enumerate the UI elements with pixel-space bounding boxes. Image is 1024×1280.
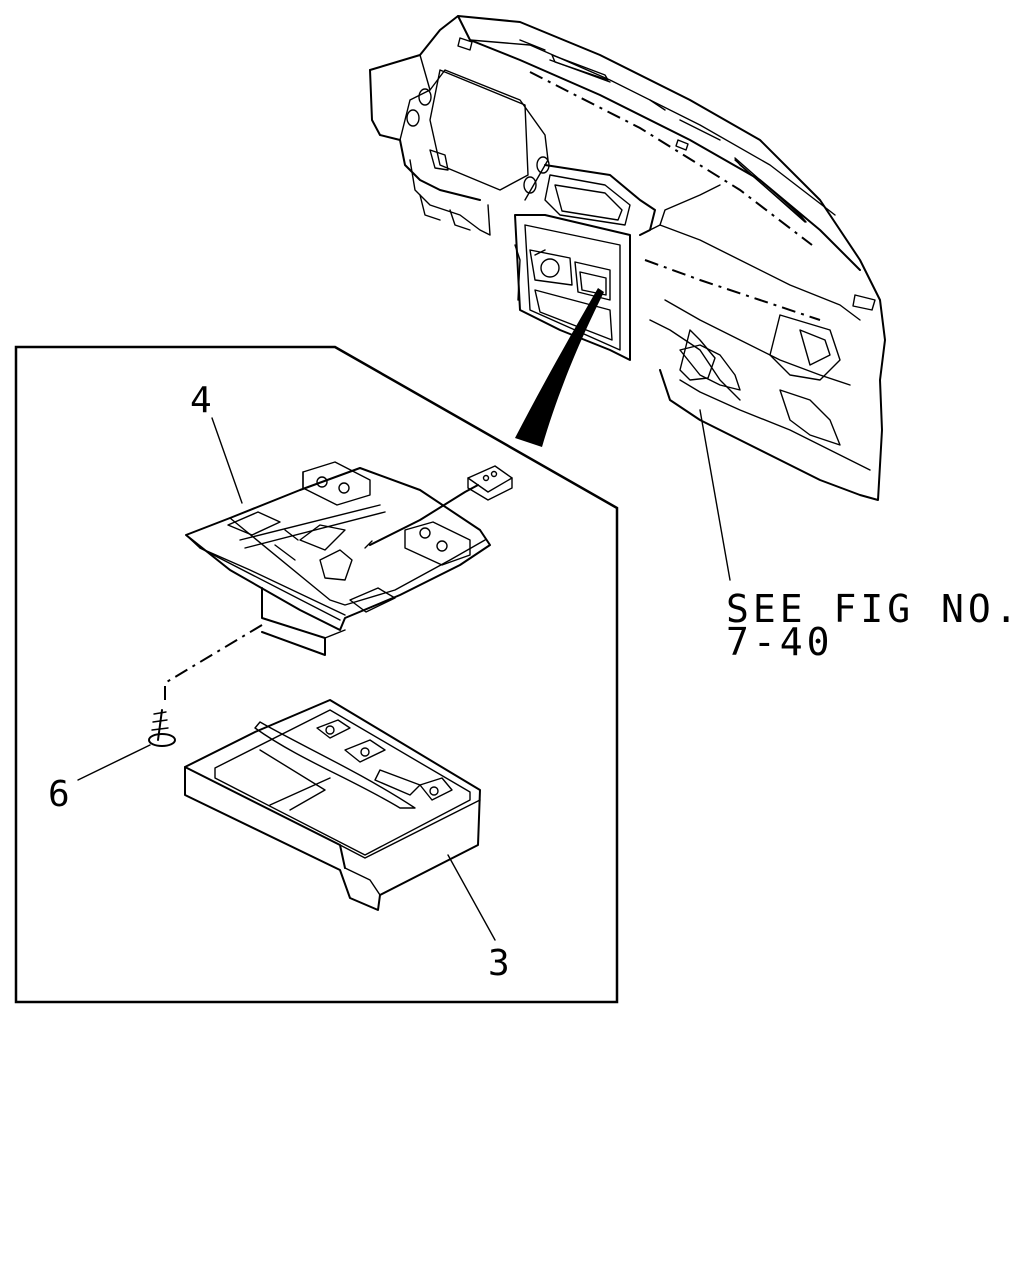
detail-frame: [14, 345, 619, 1004]
tray-lower-part-3: [184, 699, 481, 911]
reference-line-2: 7-40: [726, 620, 834, 664]
callout-4: 4: [190, 380, 212, 421]
tray-upper-part-4: [185, 461, 513, 656]
callout-6: 6: [48, 774, 70, 815]
assembly-line: [164, 624, 263, 705]
callout-6-leader: [77, 744, 151, 781]
screw-part-6: [148, 709, 176, 747]
callout-3-leader: [447, 854, 496, 941]
reference-leader: [699, 409, 731, 581]
callout-4-leader: [211, 417, 243, 504]
detail-pointer: [515, 288, 604, 447]
dashboard-assembly: [369, 15, 886, 501]
callout-3: 3: [488, 943, 510, 984]
reference-line-1: SEE FIG NO.: [726, 587, 1022, 631]
